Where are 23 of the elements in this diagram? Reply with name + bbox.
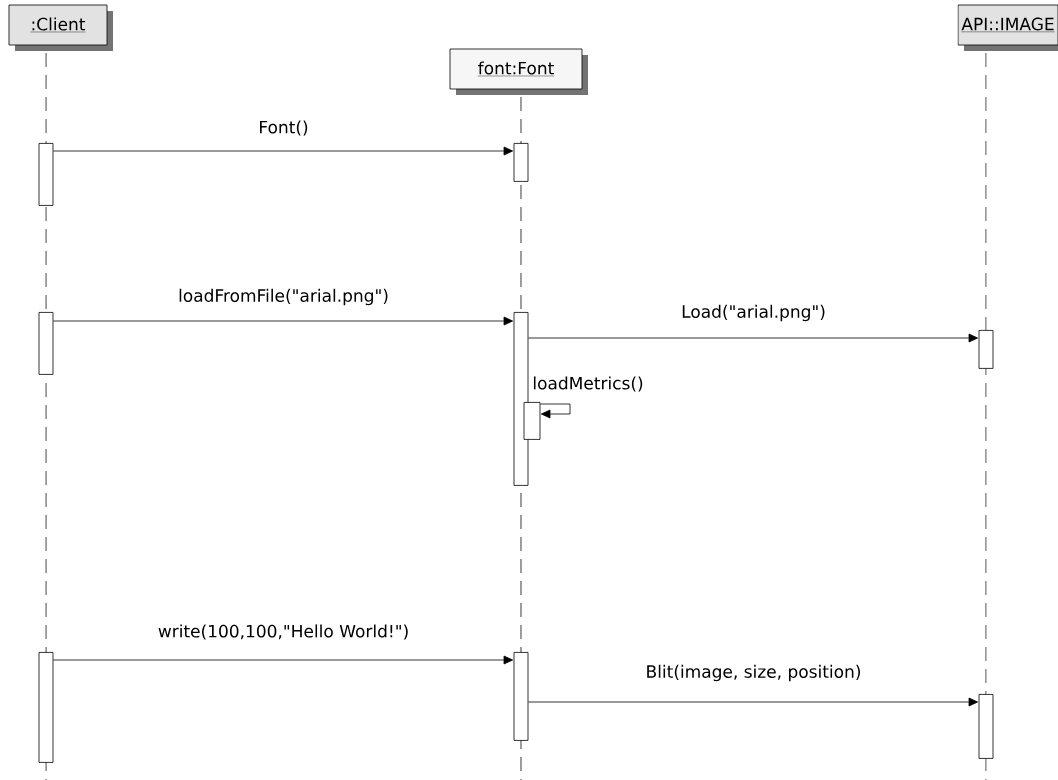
message-arrow bbox=[540, 403, 571, 419]
message-arrow bbox=[528, 697, 979, 707]
message-label: Font() bbox=[257, 119, 310, 137]
message-label: write(100,100,"Hello World!") bbox=[156, 623, 411, 641]
activation-bar bbox=[38, 143, 54, 206]
activation-bar bbox=[978, 694, 994, 759]
activation-bar bbox=[513, 143, 529, 182]
object-box: API::IMAGE bbox=[957, 4, 1058, 51]
message-arrow bbox=[53, 316, 514, 326]
message-label: loadMetrics() bbox=[531, 375, 645, 393]
activation-bar bbox=[38, 652, 54, 763]
object-box: :Client bbox=[8, 4, 113, 51]
activation-bar bbox=[38, 312, 54, 375]
activation-bar bbox=[978, 330, 994, 369]
activation-bar bbox=[513, 652, 529, 741]
message-label: Load("arial.png") bbox=[680, 303, 827, 323]
message-label: Blit(image, size, position) bbox=[644, 663, 863, 683]
message-arrow bbox=[528, 333, 979, 343]
message-label: loadFromFile("arial.png") bbox=[177, 287, 390, 307]
message-arrow bbox=[53, 655, 514, 665]
message-arrow bbox=[53, 146, 514, 156]
activation-bar bbox=[523, 402, 541, 440]
object-box: font:Font bbox=[449, 48, 588, 95]
